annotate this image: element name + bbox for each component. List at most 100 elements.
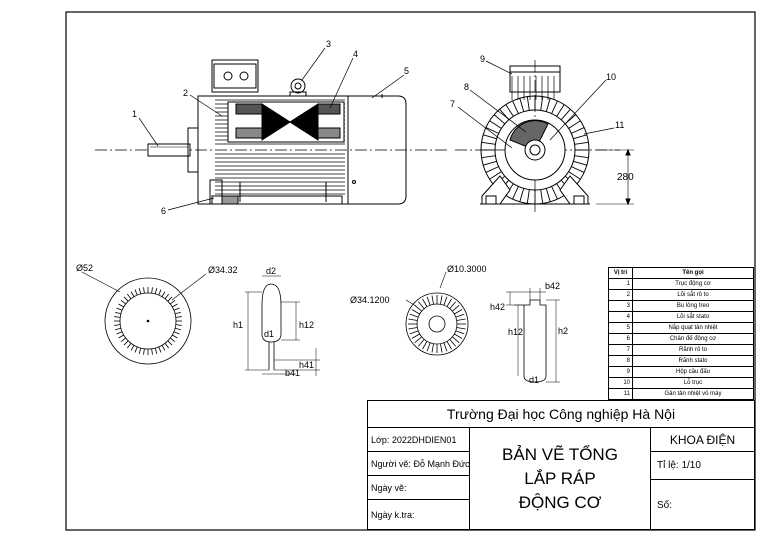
part-no: 2 xyxy=(608,289,633,301)
dim-rotor-outer: Ø34.1200 xyxy=(350,295,390,305)
lamination-tooth xyxy=(485,166,499,173)
lamination-tooth xyxy=(512,186,519,200)
class-field: Lớp: 2022DHDIEN01 xyxy=(368,428,469,452)
lamination-tooth xyxy=(174,311,181,315)
motor-end-view xyxy=(455,60,634,215)
dim-inner-diameter: Ø34.32 xyxy=(208,265,238,275)
part-no: 3 xyxy=(608,300,633,312)
lamination-tooth xyxy=(418,339,425,347)
part-name: Chân đế động cơ xyxy=(632,333,754,345)
lamination-tooth xyxy=(574,155,589,159)
part-name: Nắp quạt tản nhiệt xyxy=(632,322,754,334)
part-name: Hộp cầu đấu xyxy=(632,366,754,378)
part-no: 8 xyxy=(608,355,633,367)
title-line-3: ĐỘNG CƠ xyxy=(518,493,602,512)
part-name: Rãnh rô to xyxy=(632,344,754,356)
lamination-tooth xyxy=(456,318,466,321)
lamination-tooth xyxy=(138,347,142,354)
lamination-tooth xyxy=(130,345,135,351)
lamination-tooth xyxy=(455,330,465,335)
part-name: Lõi sắt rô to xyxy=(632,289,754,301)
part-no: 10 xyxy=(608,377,633,389)
motor-side-view xyxy=(95,59,450,205)
lamination-tooth xyxy=(116,307,123,311)
lamination-tooth xyxy=(408,318,418,321)
lamination-tooth xyxy=(167,340,173,346)
lamination-tooth xyxy=(161,345,166,351)
lamination-tooth xyxy=(173,307,180,311)
dim-outer-diameter: Ø52 xyxy=(76,263,93,273)
title-line-1: BẢN VẼ TỔNG xyxy=(502,445,618,464)
parts-header-row: Vị trí Tên gọi xyxy=(608,267,754,279)
lamination-tooth xyxy=(452,336,460,343)
lamination-tooth xyxy=(449,301,456,309)
lamination-tooth xyxy=(120,337,127,343)
lamination-tooth xyxy=(571,127,585,134)
label-h12: h12 xyxy=(299,320,314,330)
lamination-tooth xyxy=(174,327,181,331)
stator-lamination xyxy=(81,271,207,365)
label-d1: d1 xyxy=(264,329,274,339)
lamination-tooth xyxy=(175,316,182,318)
label-h12-rotor: h12 xyxy=(508,327,523,337)
lamination-tooth xyxy=(123,340,129,346)
lamination-tooth xyxy=(512,100,519,114)
lamination-tooth xyxy=(116,331,123,335)
stator-slot-detail xyxy=(245,275,320,376)
lamination-tooth xyxy=(551,100,558,114)
lamination-tooth xyxy=(489,120,502,129)
part-no: 5 xyxy=(608,322,633,334)
part-no: 1 xyxy=(608,278,633,290)
lamination-tooth xyxy=(143,287,145,294)
callout-5: 5 xyxy=(404,66,409,76)
lamination-tooth xyxy=(154,347,158,354)
stator-slot-labels: d2 h1 d1 h12 h41 b41 xyxy=(233,266,314,378)
lamination-tooth xyxy=(169,299,176,305)
lamination-tooth xyxy=(123,296,129,302)
title-block: Trường Đại học Công nghiệp Hà Nội Lớp: 2… xyxy=(367,400,755,530)
lamination-tooth xyxy=(483,160,497,166)
drawer-field: Người vẽ: Đỗ Mạnh Đức xyxy=(368,452,469,476)
lamination-tooth xyxy=(414,305,422,312)
lamination-tooth xyxy=(173,331,180,335)
lamination-tooth xyxy=(167,296,173,302)
lamination-tooth xyxy=(443,342,448,352)
rotor-lamination xyxy=(405,271,469,356)
lamination-tooth xyxy=(409,330,419,335)
lamination-tooth xyxy=(120,299,127,305)
rotor-slot-detail xyxy=(506,288,560,383)
lamination-tooth xyxy=(519,98,525,112)
lamination-tooth xyxy=(115,311,122,315)
scale: Tỉ lệ: 1/10 xyxy=(651,452,754,480)
lamination-tooth xyxy=(411,309,420,315)
lamination-tooth xyxy=(158,346,162,353)
lamination-tooth xyxy=(431,295,434,305)
lamination-tooth xyxy=(485,127,499,134)
lamination-tooth xyxy=(574,141,589,145)
info-column: Lớp: 2022DHDIEN01 Người vẽ: Đỗ Mạnh Đức … xyxy=(368,428,470,530)
label-d1-rotor: d1 xyxy=(529,375,539,385)
lamination-tooth xyxy=(126,293,132,300)
lamination-tooth xyxy=(545,98,551,112)
label-h41: h41 xyxy=(299,360,314,370)
lamination-tooth xyxy=(422,298,428,307)
part-no: 6 xyxy=(608,333,633,345)
header-name: Tên gọi xyxy=(632,267,754,279)
part-name: Gân tản nhiệt vỏ máy xyxy=(632,388,754,400)
lamination-tooth xyxy=(526,189,530,204)
lamination-tooth xyxy=(440,343,443,353)
callout-numbers: 1 2 3 4 5 6 7 8 9 10 11 xyxy=(132,39,624,216)
label-h2: h2 xyxy=(558,326,568,336)
lamination-tooth xyxy=(526,96,530,111)
part-name: Trục động cơ xyxy=(632,278,754,290)
lamination-tooth xyxy=(481,155,496,159)
lamination-tooth xyxy=(114,316,121,318)
